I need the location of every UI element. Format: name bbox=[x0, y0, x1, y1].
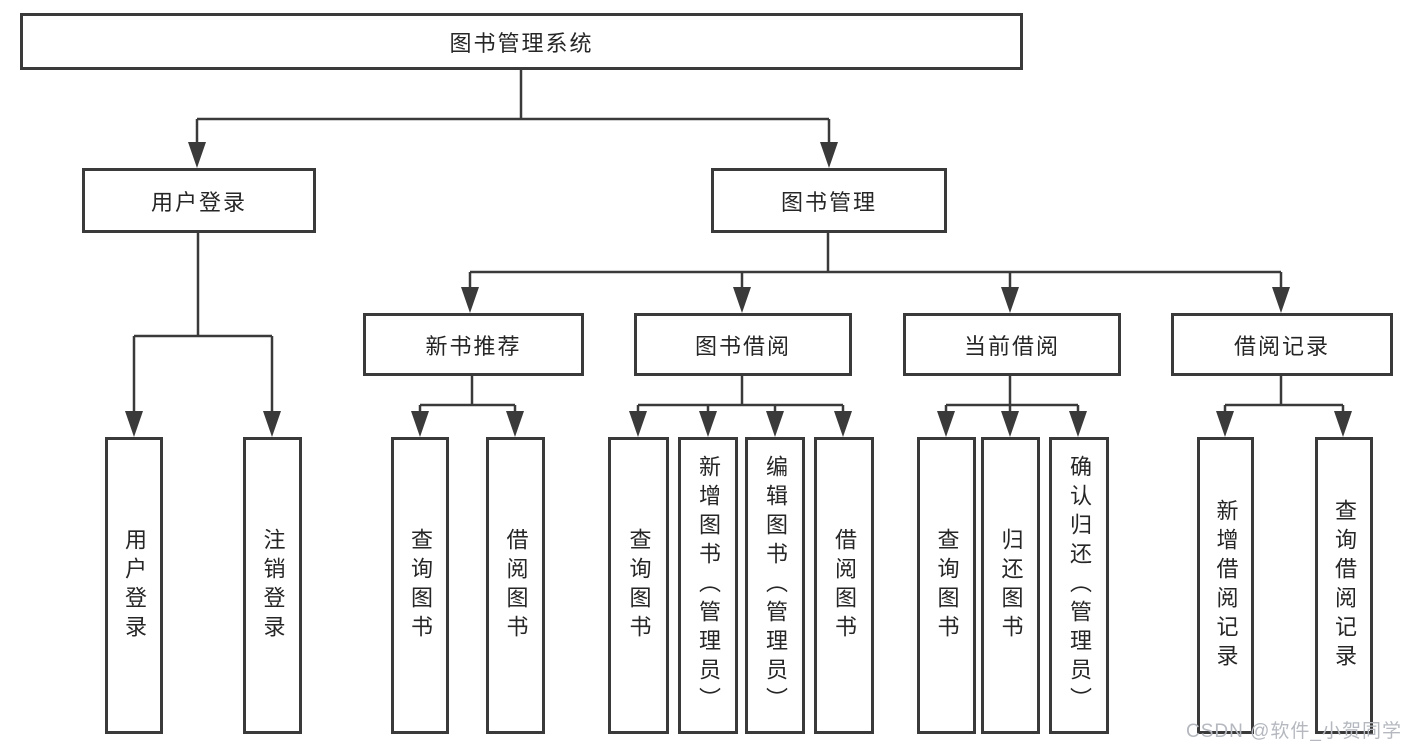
node-book-borrow-label: 图书借阅 bbox=[694, 333, 791, 359]
leaf-borrow-edit-books-admin: 编辑图书（管理员） bbox=[745, 437, 805, 734]
node-book-management: 图书管理 bbox=[711, 168, 947, 233]
leaf-logout-label: 注销登录 bbox=[260, 527, 286, 644]
edge-current-split bbox=[944, 375, 1080, 415]
edge-root-to-level2 bbox=[195, 69, 831, 146]
leaf-user-login: 用户登录 bbox=[105, 437, 163, 734]
leaf-records-query-record: 查询借阅记录 bbox=[1315, 437, 1373, 734]
node-new-book-recommend-label: 新书推荐 bbox=[425, 333, 522, 359]
node-user-login-label: 用户登录 bbox=[150, 189, 247, 215]
leaf-logout: 注销登录 bbox=[243, 437, 302, 734]
leaf-borrow-query-books-label: 查询图书 bbox=[626, 527, 652, 644]
leaf-borrow-query-books: 查询图书 bbox=[608, 437, 669, 734]
leaf-current-query-books-label: 查询图书 bbox=[934, 527, 960, 644]
leaf-borrow-add-books-admin: 新增图书（管理员） bbox=[678, 437, 738, 734]
leaf-borrow-edit-books-admin-label: 编辑图书（管理员） bbox=[763, 455, 788, 716]
leaf-current-confirm-return-admin: 确认归还（管理员） bbox=[1049, 437, 1109, 734]
leaf-borrow-add-books-admin-label: 新增图书（管理员） bbox=[696, 455, 721, 716]
node-book-management-label: 图书管理 bbox=[780, 189, 877, 215]
leaf-current-confirm-return-admin-label: 确认归还（管理员） bbox=[1067, 455, 1092, 716]
node-book-borrow: 图书借阅 bbox=[634, 313, 852, 376]
watermark: CSDN @软件_小贺同学 bbox=[1186, 721, 1402, 742]
node-root: 图书管理系统 bbox=[20, 13, 1023, 70]
leaf-recommend-borrow-books-label: 借阅图书 bbox=[503, 527, 529, 644]
node-root-label: 图书管理系统 bbox=[449, 30, 594, 56]
leaf-current-query-books: 查询图书 bbox=[917, 437, 976, 734]
node-current-borrow-label: 当前借阅 bbox=[963, 333, 1060, 359]
edge-recommend-split bbox=[418, 375, 517, 415]
node-new-book-recommend: 新书推荐 bbox=[363, 313, 584, 376]
edge-borrow-split bbox=[636, 375, 845, 415]
node-borrow-records: 借阅记录 bbox=[1171, 313, 1393, 376]
leaf-recommend-query-books-label: 查询图书 bbox=[408, 527, 433, 644]
leaf-current-return-books: 归还图书 bbox=[981, 437, 1040, 734]
arrowheads bbox=[125, 142, 1352, 437]
leaf-current-return-books-label: 归还图书 bbox=[998, 527, 1024, 644]
leaf-records-add-record: 新增借阅记录 bbox=[1197, 437, 1254, 734]
node-borrow-records-label: 借阅记录 bbox=[1233, 333, 1330, 359]
node-current-borrow: 当前借阅 bbox=[903, 313, 1121, 376]
edge-mgmt-split bbox=[468, 232, 1283, 291]
leaf-records-query-record-label: 查询借阅记录 bbox=[1332, 498, 1357, 673]
node-user-login: 用户登录 bbox=[82, 168, 316, 233]
leaf-user-login-label: 用户登录 bbox=[122, 527, 147, 644]
leaf-borrow-borrow-books-label: 借阅图书 bbox=[832, 527, 857, 644]
edge-records-split bbox=[1223, 375, 1345, 415]
leaf-records-add-record-label: 新增借阅记录 bbox=[1213, 498, 1239, 673]
leaf-recommend-borrow-books: 借阅图书 bbox=[486, 437, 545, 734]
leaf-recommend-query-books: 查询图书 bbox=[391, 437, 449, 734]
edge-login-split bbox=[132, 232, 274, 415]
leaf-borrow-borrow-books: 借阅图书 bbox=[814, 437, 874, 734]
